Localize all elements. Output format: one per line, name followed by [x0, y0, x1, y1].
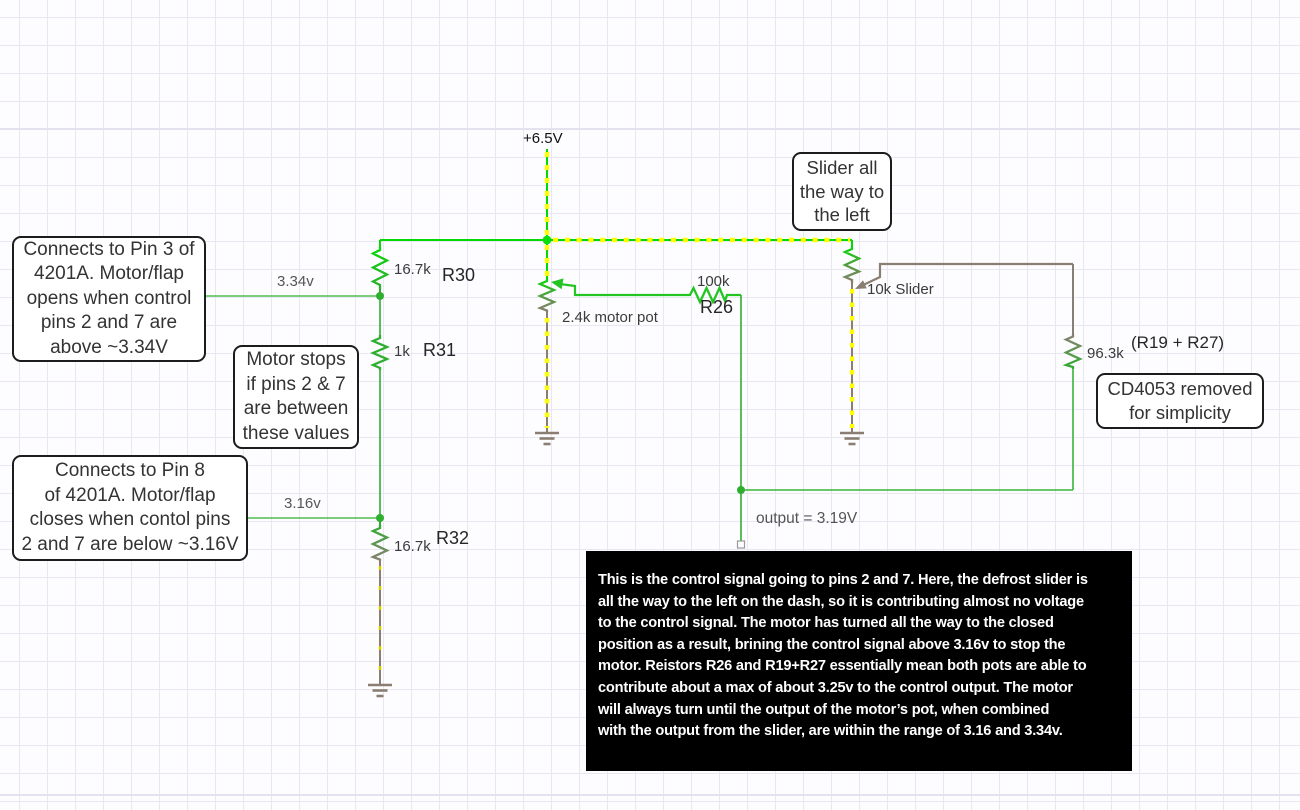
grid-major-line-top: [0, 128, 1300, 130]
text-line: pins 2 and 7 are: [40, 312, 178, 334]
note-line: This is the control signal going to pins…: [598, 572, 1088, 588]
text-line: if pins 2 & 7: [246, 373, 346, 395]
r26-name-label: R26: [700, 297, 734, 317]
text-line: Connects to Pin 3 of: [23, 238, 195, 260]
text-line: Slider all: [806, 156, 878, 178]
note-line: motor. Reistors R26 and R19+R27 essentia…: [598, 658, 1087, 675]
resistor-r19-r27[interactable]: [1062, 264, 1083, 369]
r26-value-label: 100k: [697, 273, 730, 290]
note-line: with the output from the slider, are wit…: [598, 723, 1063, 740]
close-threshold-label: 3.16v: [284, 495, 321, 512]
note-line: will always turn until the output of the…: [598, 701, 1050, 718]
pot-wiper-wire: [858, 262, 1073, 288]
text-line: closes when contol pins: [29, 509, 231, 530]
pot-wiper-arrow: [855, 280, 867, 289]
text-line: these values: [242, 422, 350, 444]
ground-symbol[interactable]: [840, 431, 864, 446]
r30-name-label: R30: [442, 265, 476, 285]
resistor-r26[interactable]: [688, 285, 741, 305]
text-line: opens when control: [26, 287, 192, 309]
pot-wiper-wire: [555, 282, 688, 297]
text-line: the way to: [799, 180, 885, 202]
potentiometer-motor[interactable]: [536, 278, 688, 432]
text-line: 2 and 7 are below ~3.16V: [21, 533, 239, 555]
r19r27-name-label: (R19 + R27): [1131, 333, 1225, 352]
output-terminal[interactable]: [736, 540, 746, 549]
resistor-r32[interactable]: [369, 518, 390, 684]
wire-output-net[interactable]: [736, 295, 1074, 549]
slider-pot-label: 10k Slider: [867, 281, 934, 298]
open-threshold-label: 3.34v: [277, 273, 314, 290]
text-line: for simplicity: [1129, 402, 1231, 423]
note-line: contribute about a max of about 3.25v to…: [598, 679, 1073, 696]
r32-name-label: R32: [436, 528, 470, 548]
note-line: position as a result, brining the contro…: [598, 636, 1066, 653]
text-line: of 4201A. Motor/flap: [44, 484, 216, 506]
r30-value-label: 16.7k: [394, 261, 431, 278]
junction-dot: [737, 486, 745, 494]
ground-symbol[interactable]: [535, 431, 559, 446]
text-line: the left: [814, 204, 870, 226]
annotation-motor-stops-box[interactable]: Motor stops if pins 2 & 7 are between th…: [233, 345, 359, 449]
r31-name-label: R31: [423, 340, 457, 360]
text-line: Motor stops: [246, 349, 346, 370]
output-voltage-label: output = 3.19V: [756, 510, 858, 527]
text-line: 4201A. Motor/flap: [34, 263, 184, 285]
annotation-pin8-box[interactable]: Connects to Pin 8 of 4201A. Motor/flap c…: [12, 455, 248, 561]
junction-dot: [542, 235, 552, 245]
annotation-pin3-box[interactable]: Connects to Pin 3 of 4201A. Motor/flap o…: [12, 236, 206, 362]
annotation-slider-left-box[interactable]: Slider all the way to the left: [792, 152, 892, 231]
grid-major-line-bottom: [0, 794, 1300, 796]
potentiometer-slider[interactable]: [841, 240, 1073, 432]
ground-symbol[interactable]: [368, 683, 392, 698]
resistor-r31[interactable]: [370, 296, 390, 518]
text-line: are between: [243, 398, 349, 419]
text-line: CD4053 removed: [1107, 378, 1253, 400]
voltage-source-rail[interactable]: [380, 149, 852, 279]
text-line: Connects to Pin 8: [55, 460, 205, 481]
text-line: above ~3.34V: [50, 336, 168, 358]
note-line: all the way to the left on the dash, so …: [598, 593, 1084, 610]
motor-pot-label: 2.4k motor pot: [562, 309, 658, 326]
r32-value-label: 16.7k: [394, 538, 431, 555]
annotation-cd4053-box[interactable]: CD4053 removed for simplicity: [1096, 373, 1264, 429]
note-line: to the control signal. The motor has tur…: [598, 615, 1054, 632]
supply-voltage-label: +6.5V: [523, 130, 563, 147]
pot-wiper-arrow: [551, 278, 564, 290]
resistor-r30[interactable]: [370, 240, 390, 296]
explanation-note-box[interactable]: This is the control signal going to pins…: [586, 551, 1132, 771]
r31-value-label: 1k: [394, 343, 410, 360]
r19r27-value-label: 96.3k: [1087, 345, 1124, 362]
